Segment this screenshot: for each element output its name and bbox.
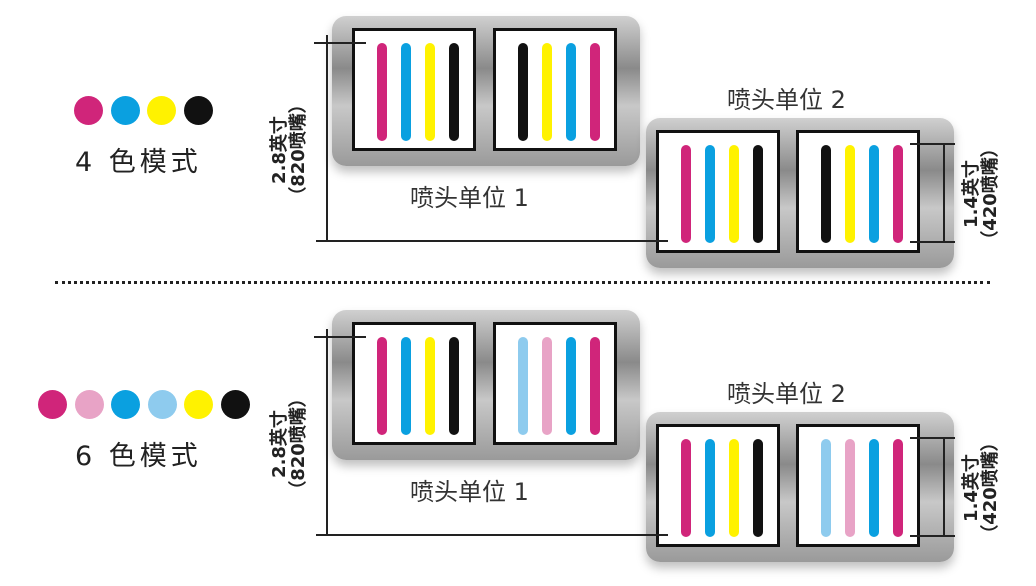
ink-channel-lm	[845, 439, 855, 537]
ink-channel-k	[821, 145, 831, 243]
printhead-module	[493, 28, 617, 151]
mode-section: 6 色模式喷头单位 1 喷头单位 2 2.8英寸（820喷嘴） 1.4英寸（420喷嘴…	[0, 294, 1036, 584]
ink-dot-lc	[147, 390, 177, 419]
ink-channel-c	[869, 145, 879, 243]
dim-line	[326, 35, 328, 241]
printhead-module	[656, 424, 780, 547]
unit1-label: 喷头单位 1	[410, 184, 529, 212]
ink-dot-y	[147, 96, 176, 125]
dim-text: 1.4英寸	[961, 454, 982, 522]
ink-channel-k	[449, 43, 459, 141]
ink-channel-c	[566, 43, 576, 141]
ink-channel-m	[681, 145, 691, 243]
ink-channel-m	[893, 145, 903, 243]
ink-channel-m	[377, 337, 387, 435]
dim-line	[910, 241, 955, 243]
ink-dot-k	[220, 390, 250, 419]
ink-dot-c	[110, 96, 140, 125]
ink-dot-k	[183, 96, 213, 125]
section-divider	[55, 281, 990, 284]
printhead-module	[796, 130, 920, 253]
ink-channel-y	[425, 43, 435, 141]
ink-channel-c	[869, 439, 879, 537]
unit2-label: 喷头单位 2	[727, 86, 846, 114]
dim-line	[910, 437, 955, 439]
ink-channel-m	[590, 43, 600, 141]
ink-channel-lc	[821, 439, 831, 537]
dim-line	[943, 437, 945, 536]
dim-text: 1.4英寸	[961, 160, 982, 228]
ink-dot-y	[184, 390, 213, 419]
dim-line	[326, 329, 328, 535]
left-dimension-label: 2.8英寸（820喷嘴）	[269, 70, 310, 230]
ink-dot-m	[74, 96, 103, 125]
printhead-module	[796, 424, 920, 547]
dim-line	[910, 143, 955, 145]
dim-line	[314, 336, 366, 338]
ink-channel-m	[590, 337, 600, 435]
dim-text: 2.8英寸	[269, 410, 290, 478]
ink-dot-lm	[74, 390, 104, 419]
dim-text: （420喷嘴）	[980, 139, 1001, 249]
ink-channel-y	[425, 337, 435, 435]
dim-text: （820喷嘴）	[288, 389, 309, 499]
unit2-label: 喷头单位 2	[727, 380, 846, 408]
ink-channel-c	[705, 439, 715, 537]
ink-channel-m	[681, 439, 691, 537]
ink-channel-k	[753, 145, 763, 243]
ink-channel-c	[401, 43, 411, 141]
ink-channel-lm	[542, 337, 552, 435]
ink-channel-k	[753, 439, 763, 537]
dim-line	[316, 240, 668, 242]
dim-line	[314, 42, 366, 44]
ink-channel-k	[518, 43, 528, 141]
printhead-module	[352, 28, 476, 151]
ink-channel-y	[542, 43, 552, 141]
dim-line	[943, 143, 945, 242]
printhead-module	[493, 322, 617, 445]
printhead-module	[656, 130, 780, 253]
ink-channel-y	[845, 145, 855, 243]
mode-label: 6 色模式	[75, 441, 202, 472]
right-dimension-label: 1.4英寸（420喷嘴）	[961, 418, 1002, 558]
ink-channel-c	[566, 337, 576, 435]
left-dimension-label: 2.8英寸（820喷嘴）	[269, 364, 310, 524]
printhead-module	[352, 322, 476, 445]
right-dimension-label: 1.4英寸（420喷嘴）	[961, 124, 1002, 264]
dim-line	[316, 534, 668, 536]
mode-section: 4 色模式喷头单位 1 喷头单位 2 2.8英寸（820喷嘴） 1.4英寸（420喷嘴…	[0, 0, 1036, 290]
ink-channel-lc	[518, 337, 528, 435]
ink-dot-m	[38, 390, 67, 419]
dim-text: （420喷嘴）	[980, 433, 1001, 543]
dim-text: （820喷嘴）	[288, 95, 309, 205]
ink-channel-y	[729, 439, 739, 537]
ink-channel-y	[729, 145, 739, 243]
unit1-label: 喷头单位 1	[410, 478, 529, 506]
ink-channel-k	[449, 337, 459, 435]
ink-channel-c	[705, 145, 715, 243]
ink-dot-c	[111, 390, 140, 419]
ink-channel-c	[401, 337, 411, 435]
mode-label: 4 色模式	[75, 147, 202, 178]
dim-line	[910, 535, 955, 537]
ink-channel-m	[893, 439, 903, 537]
dim-text: 2.8英寸	[269, 116, 290, 184]
ink-channel-m	[377, 43, 387, 141]
